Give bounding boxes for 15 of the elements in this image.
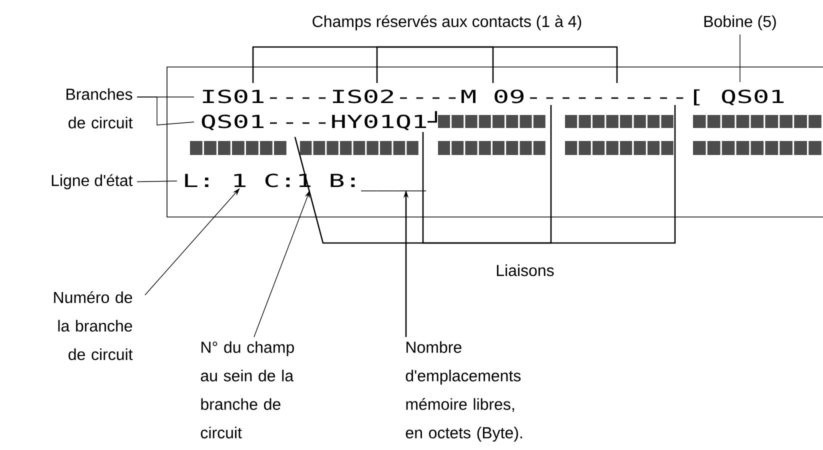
callout-text: N° du champ au sein de la branche de circuit (200, 341, 294, 438)
display-text: IS01----IS02----M 09----------[ QS01 (202, 89, 784, 106)
callout-text: Ligne d'état (52, 174, 133, 190)
leader-line (525, 105, 676, 244)
leader-line (447, 46, 618, 83)
callout-text: Branches de circuit (66, 88, 133, 128)
leader-line (136, 180, 178, 182)
callout-text: Nombre d'emplacements mémoire libres, en octets (Byte). (406, 341, 522, 442)
callout-text: Bobine (5) (704, 15, 776, 30)
leader-line (376, 46, 447, 83)
callout-text: Numéro de la branche de circuit (54, 291, 133, 360)
display-text: QS01----HY01Q1┘ (202, 111, 438, 130)
callout-text: Liaisons (496, 264, 554, 276)
callout-text: Champs réservés aux contacts (1 à 4) (312, 15, 582, 30)
leader-line (422, 132, 525, 244)
